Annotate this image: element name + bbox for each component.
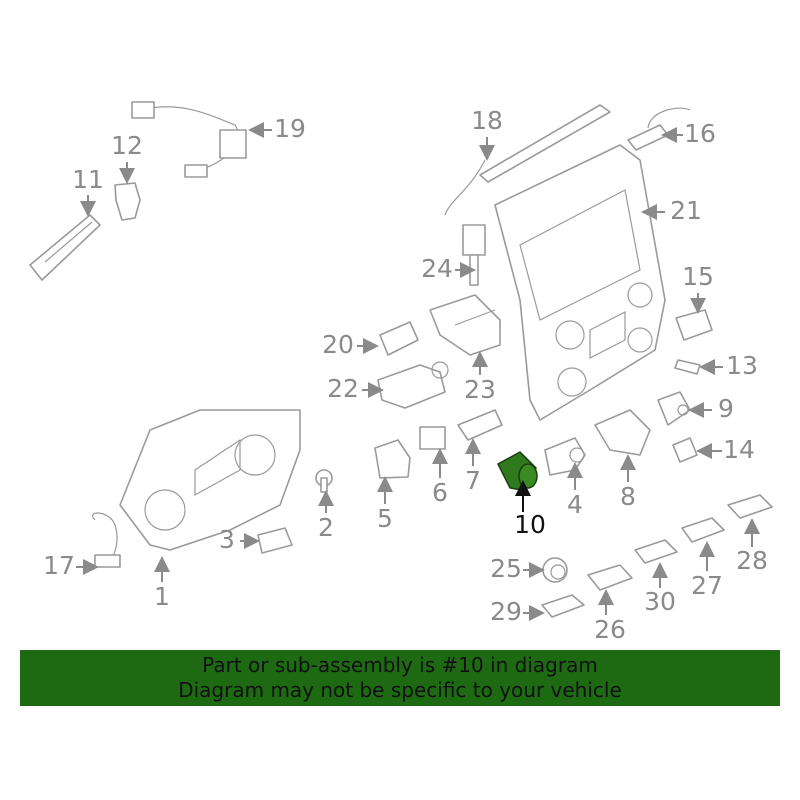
part-22-switch[interactable] [377, 361, 449, 409]
banner-line-2: Diagram may not be specific to your vehi… [178, 678, 622, 702]
callout-23[interactable]: 23 [464, 375, 496, 404]
callout-29[interactable]: 29 [490, 597, 522, 626]
callout-9[interactable]: 9 [718, 394, 734, 423]
part-1-instrument-cluster[interactable] [119, 409, 301, 551]
callout-5[interactable]: 5 [377, 504, 393, 533]
part-27-switch[interactable] [681, 517, 725, 543]
callout-16[interactable]: 16 [684, 119, 716, 148]
part-30-switch[interactable] [634, 539, 678, 564]
callout-18[interactable]: 18 [471, 106, 503, 135]
part-19-harness[interactable] [131, 101, 247, 178]
part-26-switch[interactable] [587, 564, 633, 591]
callout-6[interactable]: 6 [432, 478, 448, 507]
callout-17[interactable]: 17 [43, 551, 75, 580]
callout-arrows [76, 122, 760, 621]
part-2-screw[interactable] [315, 469, 333, 493]
part-29-switch[interactable] [541, 594, 585, 618]
callout-15[interactable]: 15 [682, 262, 714, 291]
part-28-switch[interactable] [727, 494, 773, 519]
part-20-switch[interactable] [379, 321, 419, 356]
part-7-switch[interactable] [457, 409, 503, 441]
callout-10[interactable]: 10 [514, 510, 546, 539]
callout-1[interactable]: 1 [154, 582, 170, 611]
part-8-bracket[interactable] [594, 409, 651, 456]
banner-line-1: Part or sub-assembly is #10 in diagram [202, 653, 598, 677]
callout-27[interactable]: 27 [691, 571, 723, 600]
callout-12[interactable]: 12 [111, 131, 143, 160]
callout-7[interactable]: 7 [465, 466, 481, 495]
callout-25[interactable]: 25 [490, 554, 522, 583]
callout-26[interactable]: 26 [594, 615, 626, 644]
callout-2[interactable]: 2 [318, 513, 334, 542]
part-11-switch-panel[interactable] [29, 214, 101, 281]
callout-8[interactable]: 8 [620, 482, 636, 511]
part-16-sensor[interactable] [627, 107, 691, 151]
callout-28[interactable]: 28 [736, 546, 768, 575]
callout-19[interactable]: 19 [274, 114, 306, 143]
part-3-bracket[interactable] [257, 527, 293, 554]
callout-4[interactable]: 4 [567, 490, 583, 519]
callout-22[interactable]: 22 [327, 374, 359, 403]
part-23-module[interactable] [429, 294, 501, 356]
callout-24[interactable]: 24 [421, 254, 453, 283]
part-18-trim-strip[interactable] [444, 104, 611, 216]
callout-11[interactable]: 11 [72, 165, 104, 194]
part-14-cap[interactable] [672, 437, 698, 463]
part-4-switch[interactable] [544, 437, 586, 476]
part-10-cigarette-lighter-socket[interactable] [497, 451, 538, 491]
part-17-harness[interactable] [92, 512, 121, 568]
callout-13[interactable]: 13 [726, 351, 758, 380]
callout-3[interactable]: 3 [219, 525, 235, 554]
part-15-cap[interactable] [675, 309, 713, 341]
callout-20[interactable]: 20 [322, 330, 354, 359]
callout-14[interactable]: 14 [723, 435, 755, 464]
part-13-pin[interactable] [674, 359, 701, 375]
part-5-bracket[interactable] [374, 439, 411, 479]
callout-21[interactable]: 21 [670, 196, 702, 225]
part-12-knob[interactable] [114, 182, 141, 221]
part-21-bezel[interactable] [494, 144, 666, 421]
part-25-button[interactable] [542, 557, 568, 583]
callout-30[interactable]: 30 [644, 587, 676, 616]
part-6-knob[interactable] [419, 426, 446, 450]
part-24-sensor[interactable] [462, 224, 486, 286]
highlight-notice-banner: Part or sub-assembly is #10 in diagram D… [20, 650, 780, 706]
part-9-switch[interactable] [657, 391, 691, 426]
